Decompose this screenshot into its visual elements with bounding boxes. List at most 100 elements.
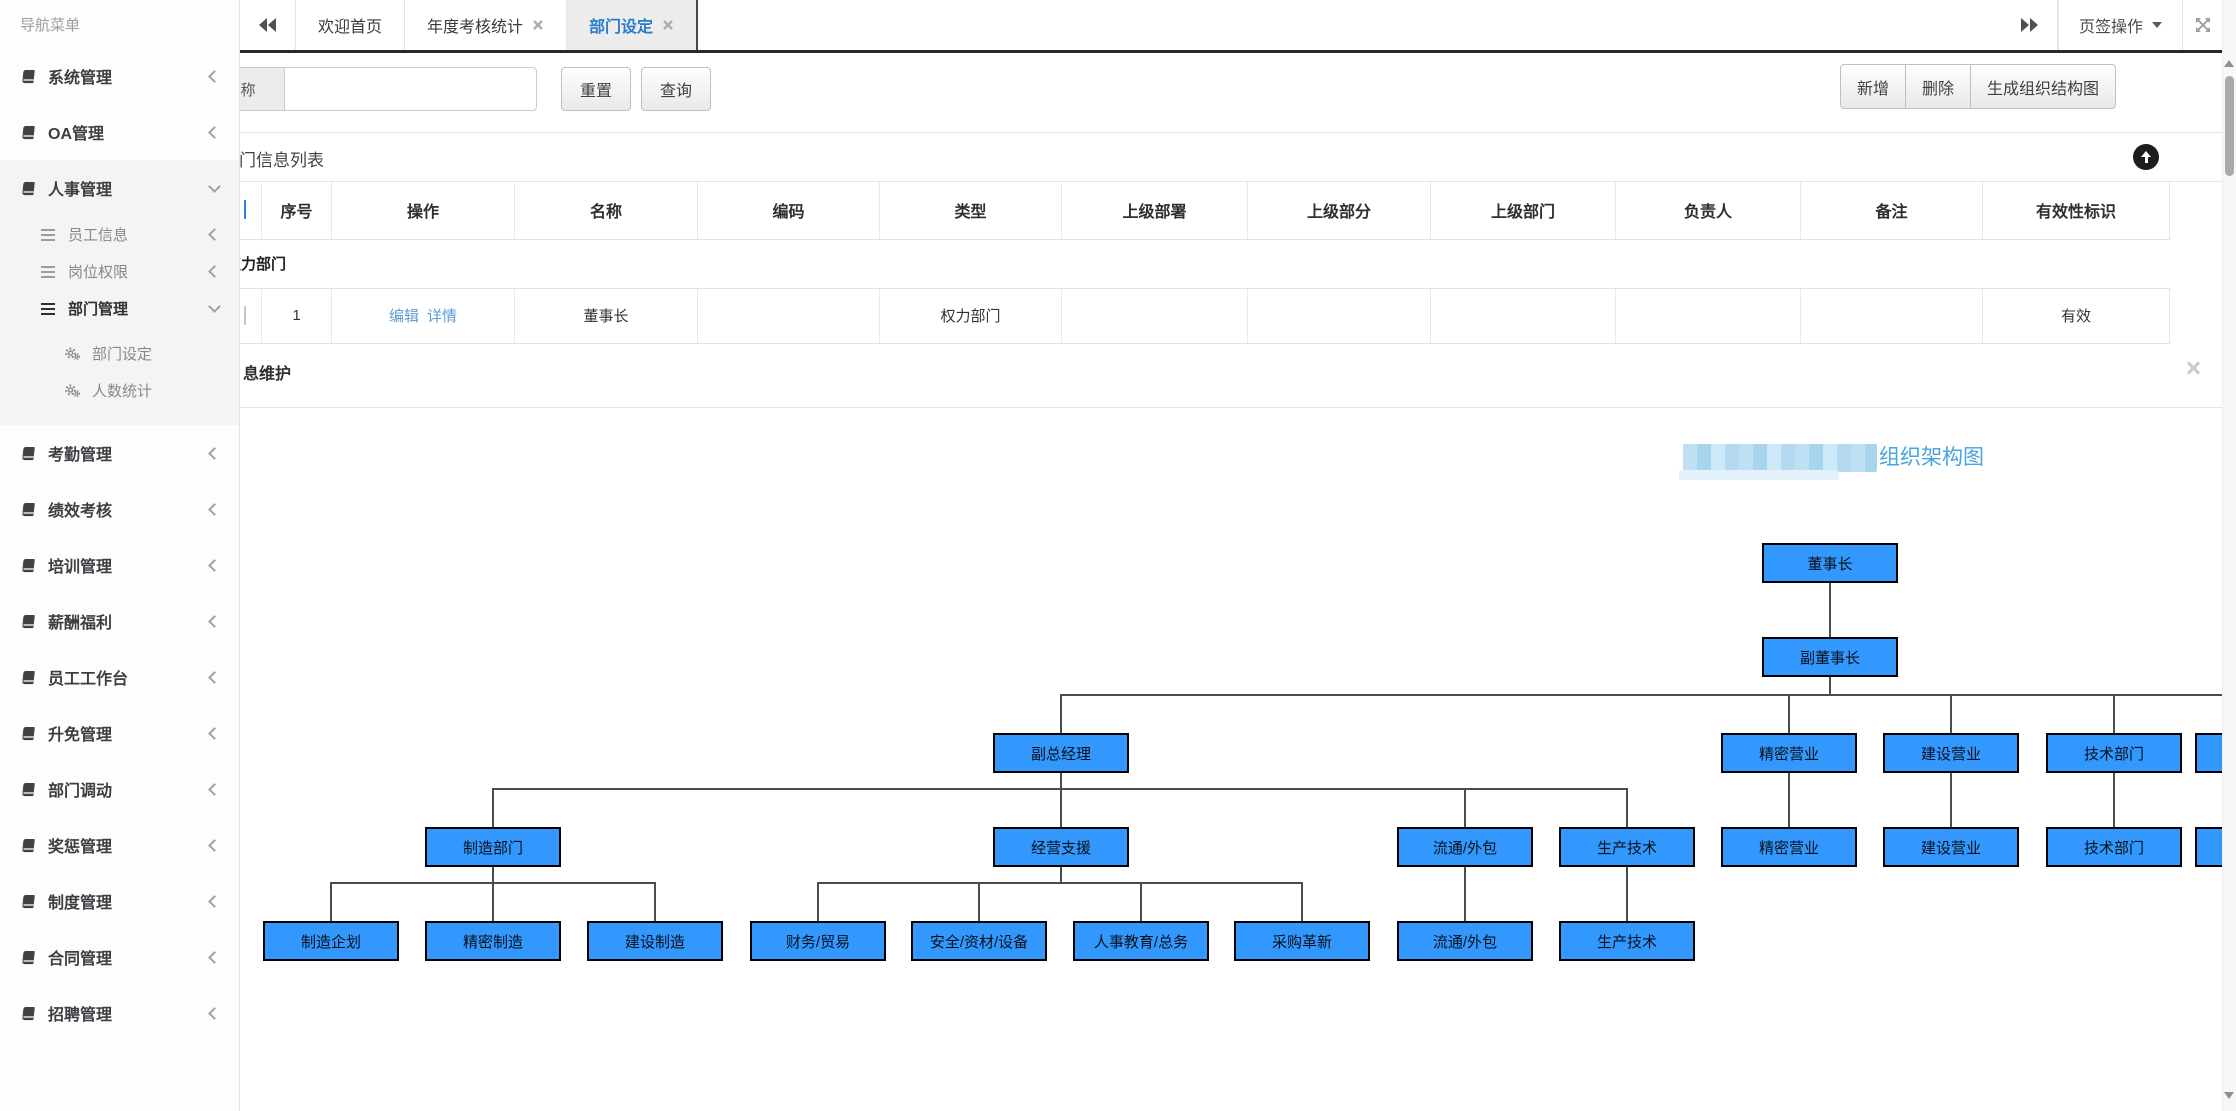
search-input[interactable]: [284, 67, 537, 111]
sidebar-item-label: 升免管理: [48, 727, 113, 744]
org-node-人事教育/总务[interactable]: 人事教育/总务: [1073, 921, 1209, 961]
column-header-序号: 序号: [261, 182, 332, 240]
sidebar-item-升免管理[interactable]: 升免管理: [0, 705, 239, 761]
menu-spacer: [0, 327, 239, 335]
gears-icon: [64, 346, 80, 362]
org-node-制造企划[interactable]: 制造企划: [263, 921, 399, 961]
org-node-副总经理[interactable]: 副总经理: [993, 733, 1129, 773]
sidebar-item-label: 部门管理: [68, 301, 129, 318]
org-connector: [1464, 882, 1466, 921]
org-connector: [330, 882, 332, 921]
chevron-left-icon: [208, 265, 221, 278]
generate-org-chart-button[interactable]: 生成组织结构图: [1971, 64, 2117, 109]
scrollbar-down-arrow-icon[interactable]: [2224, 1092, 2234, 1099]
org-node-建设营业[interactable]: 建设营业: [1883, 827, 2019, 867]
scrollbar-up-arrow-icon[interactable]: [2224, 60, 2234, 67]
scroll-tabs-left-button[interactable]: [240, 0, 296, 50]
sidebar-item-绩效考核[interactable]: 绩效考核: [0, 481, 239, 537]
org-connector: [492, 867, 494, 882]
list-icon-bars: [41, 228, 55, 231]
column-header-上级部分: 上级部分: [1247, 182, 1431, 240]
redacted-company-name: [1679, 444, 1877, 480]
scrollbar-thumb[interactable]: [2225, 76, 2234, 176]
org-node[interactable]: [2195, 827, 2222, 867]
delete-button[interactable]: 删除: [1906, 64, 1972, 109]
row-checkbox[interactable]: [244, 306, 246, 325]
org-connector: [1788, 773, 1790, 788]
sidebar-item-部门调动[interactable]: 部门调动: [0, 761, 239, 817]
book-icon: [20, 837, 36, 853]
org-node-董事长[interactable]: 董事长: [1762, 543, 1898, 583]
scroll-tabs-right-button[interactable]: [2002, 0, 2058, 50]
sidebar-item-OA管理[interactable]: OA管理: [0, 104, 239, 160]
tab-operations-dropdown[interactable]: 页签操作: [2057, 0, 2182, 50]
sidebar-item-系统管理[interactable]: 系统管理: [0, 48, 239, 104]
org-node-建设制造[interactable]: 建设制造: [587, 921, 723, 961]
cell-seq: 1: [261, 288, 332, 344]
tab-欢迎首页[interactable]: 欢迎首页: [296, 0, 406, 50]
org-node-流通/外包[interactable]: 流通/外包: [1397, 827, 1533, 867]
book-icon: [20, 669, 36, 685]
org-node-精密营业[interactable]: 精密营业: [1721, 733, 1857, 773]
org-connector: [1788, 788, 1790, 827]
add-button[interactable]: 新增: [1840, 64, 1907, 109]
action-link-详情[interactable]: 详情: [427, 308, 458, 325]
tab-label: 欢迎首页: [318, 19, 383, 36]
sidebar-item-岗位权限[interactable]: 岗位权限: [0, 253, 239, 290]
table-group-row[interactable]: 权力部门: [205, 239, 2170, 289]
org-node-精密营业[interactable]: 精密营业: [1721, 827, 1857, 867]
up-arrow-icon: [2141, 151, 2151, 157]
org-node-经营支援[interactable]: 经营支援: [993, 827, 1129, 867]
org-node-安全/资材/设备[interactable]: 安全/资材/设备: [911, 921, 1047, 961]
chevron-left-icon: [208, 726, 221, 740]
select-all-checkbox[interactable]: [244, 200, 246, 220]
tab-部门设定[interactable]: 部门设定: [567, 0, 699, 50]
org-node[interactable]: [2195, 733, 2222, 773]
book-icon: [20, 613, 36, 629]
expand-icon: [2195, 18, 2210, 32]
sidebar-item-员工工作台[interactable]: 员工工作台: [0, 649, 239, 705]
chevron-left-icon: [208, 838, 221, 852]
org-node-建设营业[interactable]: 建设营业: [1883, 733, 2019, 773]
sidebar-item-label: 部门调动: [48, 783, 113, 800]
sidebar-item-员工信息[interactable]: 员工信息: [0, 216, 239, 253]
org-node-精密制造[interactable]: 精密制造: [425, 921, 561, 961]
fullscreen-button[interactable]: [2182, 0, 2222, 50]
sidebar-item-制度管理[interactable]: 制度管理: [0, 873, 239, 929]
sidebar-item-奖惩管理[interactable]: 奖惩管理: [0, 817, 239, 873]
tabbar: 欢迎首页 年度考核统计部门设定 页签操作: [240, 0, 2222, 53]
org-node-采购革新[interactable]: 采购革新: [1234, 921, 1370, 961]
tab-年度考核统计[interactable]: 年度考核统计: [405, 0, 568, 50]
list-icon-bars: [41, 302, 55, 305]
org-node-副董事长[interactable]: 副董事长: [1762, 637, 1898, 677]
table-header-row: 序号操作名称编码类型上级部署上级部分上级部门负责人备注有效性标识: [205, 182, 2170, 240]
cell-owner: [1615, 288, 1801, 344]
tab-close-icon[interactable]: [532, 19, 544, 31]
org-node-生产技术[interactable]: 生产技术: [1559, 921, 1695, 961]
query-button[interactable]: 查询: [641, 67, 711, 111]
org-node-生产技术[interactable]: 生产技术: [1559, 827, 1695, 867]
org-node-制造部门[interactable]: 制造部门: [425, 827, 561, 867]
vertical-scrollbar[interactable]: [2222, 0, 2236, 1111]
sidebar-item-考勤管理[interactable]: 考勤管理: [0, 425, 239, 481]
org-node-财务/贸易[interactable]: 财务/贸易: [750, 921, 886, 961]
reset-button[interactable]: 重置: [561, 67, 631, 111]
sidebar-item-人数统计[interactable]: 人数统计: [0, 372, 239, 409]
sidebar-item-部门设定[interactable]: 部门设定: [0, 335, 239, 372]
tab-close-icon[interactable]: [662, 19, 674, 31]
sidebar-item-薪酬福利[interactable]: 薪酬福利: [0, 593, 239, 649]
org-connector: [654, 882, 656, 921]
sidebar-item-人事管理[interactable]: 人事管理: [0, 160, 239, 216]
sidebar-item-培训管理[interactable]: 培训管理: [0, 537, 239, 593]
panel-collapse-button[interactable]: [2133, 144, 2159, 170]
org-node-流通/外包[interactable]: 流通/外包: [1397, 921, 1533, 961]
action-link-编辑[interactable]: 编辑: [388, 308, 419, 325]
close-icon[interactable]: [2184, 359, 2202, 377]
org-node-技术部门[interactable]: 技术部门: [2046, 733, 2182, 773]
sidebar-item-招聘管理[interactable]: 招聘管理: [0, 985, 239, 1041]
sidebar-item-合同管理[interactable]: 合同管理: [0, 929, 239, 985]
sidebar-item-部门管理[interactable]: 部门管理: [0, 290, 239, 327]
org-node-技术部门[interactable]: 技术部门: [2046, 827, 2182, 867]
